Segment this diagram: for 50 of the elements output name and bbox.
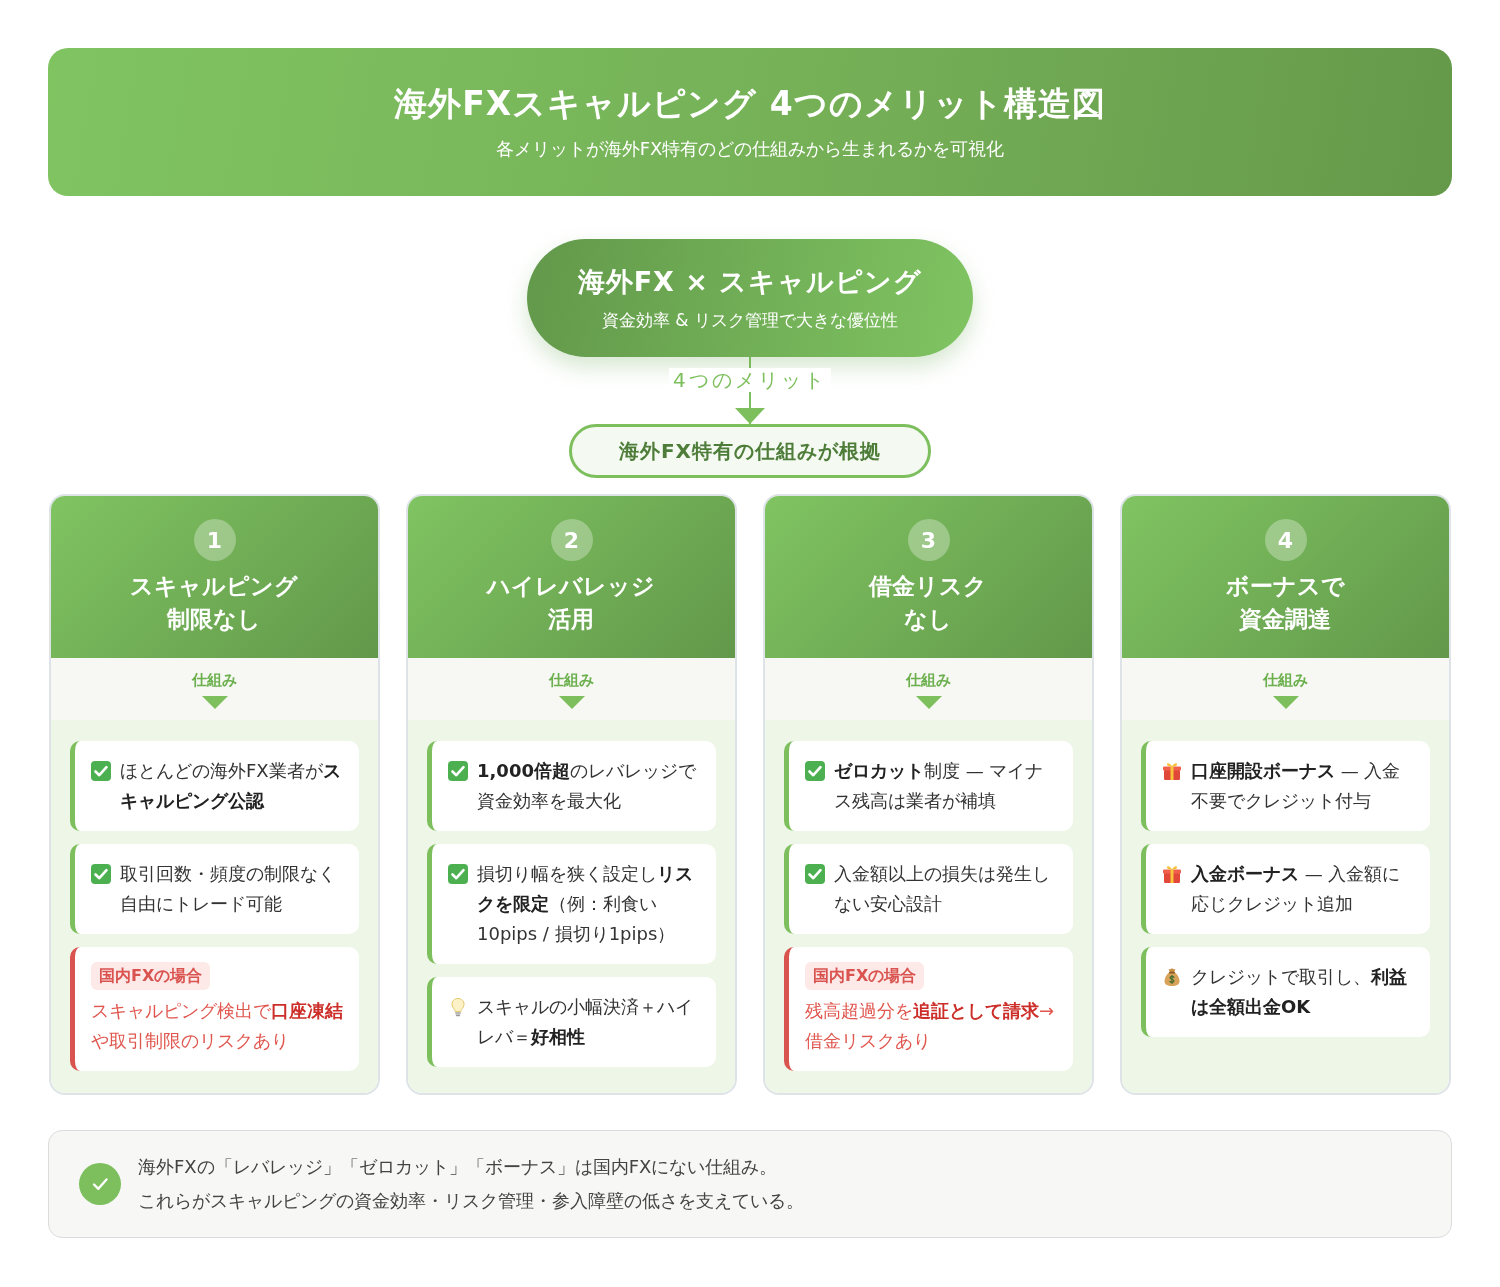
merit-item [70,844,359,934]
diagram-title: 海外FXスキャルピング 4つのメリット構造図 [394,83,1106,125]
card-title: ボーナスで資金調達 [1225,572,1346,634]
number-badge: 3 [907,519,950,561]
note-text: 海外FXの「レバレッジ」「ゼロカット」「ボーナス」は国内FXにない仕組み。 [138,1155,779,1179]
item-text: 取引回数・頻度の制限なく自由にトレード可能 [120,862,337,916]
note-text: これらがスキャルピングの資金効率・リスク管理・参入障壁の低さを支えている。 [138,1189,804,1213]
item-text: ゼロカット制度 — マイナス残高は業者が補填 [834,759,1045,813]
merit-item [1141,947,1430,1037]
warning-item [70,947,359,1071]
card-title: スキャルピング制限なし [129,572,300,634]
mechanism-label: 仕組み [192,670,237,690]
item-text: ほとんどの海外FX業者がスキャルピング公認 [120,759,342,813]
merit-card [763,494,1094,1095]
warning-text: 残高超過分を追証として請求→ 借金リスクあり [805,999,1056,1053]
warning-badge: 国内FXの場合 [91,962,211,990]
mechanism-label: 仕組み [906,670,951,690]
merit-item [70,741,359,831]
merit-card [49,494,380,1095]
item-text: 口座開設ボーナス — 入金不要でクレジット付与 [1191,759,1402,813]
merit-item [784,741,1073,831]
mechanism-label: 仕組み [549,670,594,690]
merit-card [406,494,737,1095]
hub-subtitle: 資金効率 & リスク管理で大きな優位性 [601,309,899,332]
warning-badge: 国内FXの場合 [805,962,925,990]
number-badge: 2 [550,519,593,561]
hub-title: 海外FX × スキャルピング [577,265,923,299]
card-title: 借金リスクなし [867,572,989,634]
item-text: スキャルの小幅決済＋ハイレバ＝好相性 [477,995,694,1049]
merit-item [784,844,1073,934]
item-text: 入金額以上の損失は発生しない安心設計 [834,862,1051,916]
warning-item [784,947,1073,1071]
merit-card [1120,494,1451,1095]
mechanism-label: 仕組み [1263,670,1308,690]
basis-pill: 海外FX特有の仕組みが根拠 [569,424,931,478]
item-text: 損切り幅を狭く設定しリスクを限定（例：利食い10pips / 損切り1pips） [477,862,694,946]
item-text: 1,000倍超のレバレッジで資金効率を最大化 [477,759,697,813]
merit-item [1141,844,1430,934]
warning-text: スキャルピング検出で口座凍結や取引制限のリスクあり [91,999,344,1053]
item-text: クレジットで取引し、利益は全額出金OK [1191,965,1408,1019]
merit-item [1141,741,1430,831]
merit-item [427,741,716,831]
subtitle: 各メリットが海外FX特有のどの仕組みから生まれるかを可視化 [495,137,1005,161]
summary-note [48,1130,1452,1238]
number-badge: 1 [193,519,236,561]
merit-item [427,844,716,964]
item-text: 入金ボーナス — 入金額に応じクレジット追加 [1191,862,1402,916]
merit-item [427,977,716,1067]
card-title: ハイレバレッジ活用 [485,572,657,634]
number-badge: 4 [1264,519,1307,561]
